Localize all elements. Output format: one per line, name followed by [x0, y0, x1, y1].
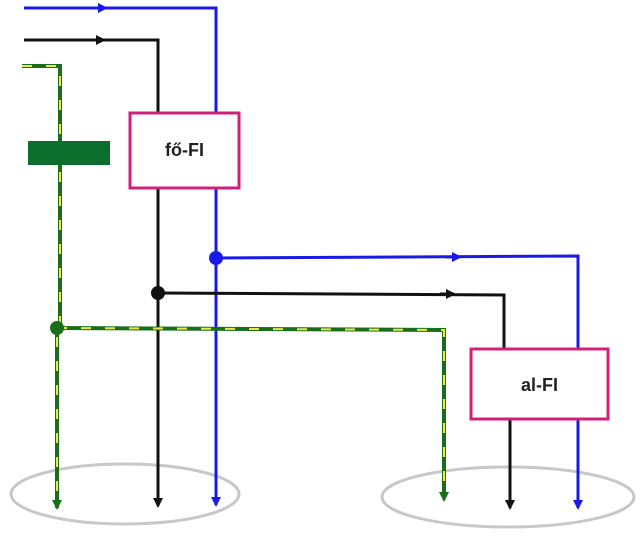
neutral-main-line [24, 6, 221, 507]
load-right-ellipse [380, 465, 636, 529]
earth-terminal-bar [28, 141, 110, 165]
phase-junction-dot [151, 286, 165, 300]
phase-main-line [24, 38, 163, 508]
neutral-branch-line [215, 254, 580, 350]
neutral-junction-dot [209, 251, 223, 265]
sub-fi-box: al-FI [469, 347, 610, 421]
earth-junction-dot [50, 321, 64, 335]
main-fi-box: fő-FI [128, 111, 241, 190]
sub-fi-label: al-FI [521, 375, 558, 395]
load-left-ellipse [9, 462, 241, 526]
main-fi-label: fő-FI [165, 140, 204, 160]
phase-branch-line [157, 291, 506, 350]
